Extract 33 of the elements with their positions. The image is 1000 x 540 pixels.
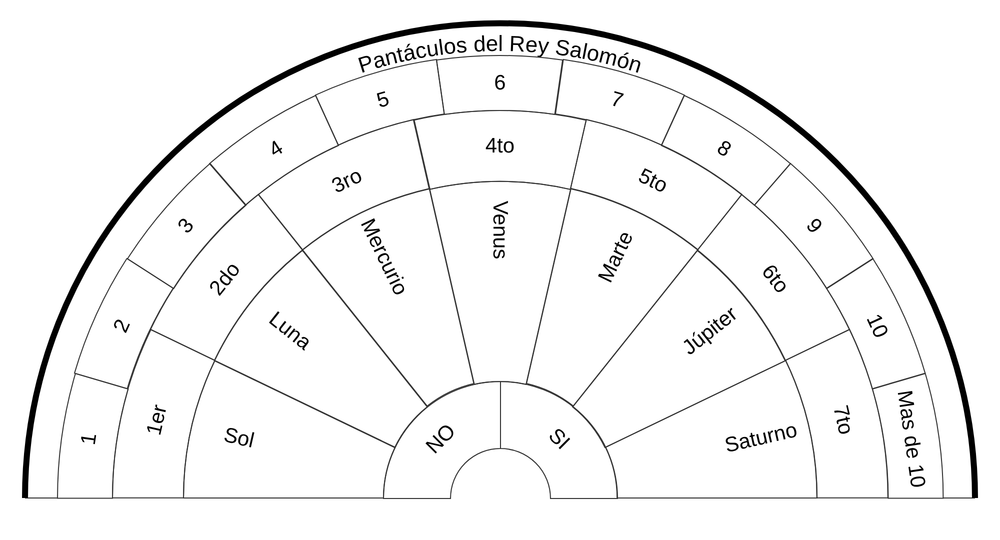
ring-segment — [826, 258, 926, 390]
segment-label: 6to — [758, 260, 792, 296]
ring-segment — [56, 372, 128, 498]
ring-segment — [428, 180, 572, 384]
segment-label: 8 — [714, 136, 735, 161]
center-segment — [382, 380, 500, 498]
segment-label: 1er — [143, 402, 170, 437]
segment-label: 1 — [78, 432, 100, 446]
segment-label: 5 — [374, 88, 392, 112]
ring-segment — [872, 372, 944, 498]
segment-label: 3 — [174, 214, 198, 238]
segment-label: 4to — [485, 136, 515, 156]
segment-label: Saturno — [723, 420, 800, 457]
segment-label: 2 — [110, 316, 134, 336]
segment-label: Marte — [595, 228, 638, 286]
segment-label: SI — [544, 424, 574, 454]
ring-segment — [413, 110, 587, 190]
ring-segment — [604, 360, 818, 498]
segment-label: 9 — [802, 214, 826, 238]
center-segment — [500, 380, 618, 498]
segment-label: Sol — [222, 424, 256, 452]
segment-label: 7to — [830, 403, 857, 436]
segment-label: 10 — [863, 310, 892, 341]
segment-label: 5to — [635, 165, 670, 197]
segment-label: 4 — [265, 136, 286, 161]
ring-segment — [182, 360, 396, 498]
segment-label: Venus — [489, 200, 510, 260]
segment-label: 2do — [206, 258, 244, 299]
ring-segment — [74, 258, 174, 390]
segment-label: NO — [422, 420, 460, 458]
segment-label: 3ro — [329, 164, 366, 197]
segment-label: Mas de 10 — [893, 388, 928, 489]
segment-label: 7 — [608, 88, 626, 112]
